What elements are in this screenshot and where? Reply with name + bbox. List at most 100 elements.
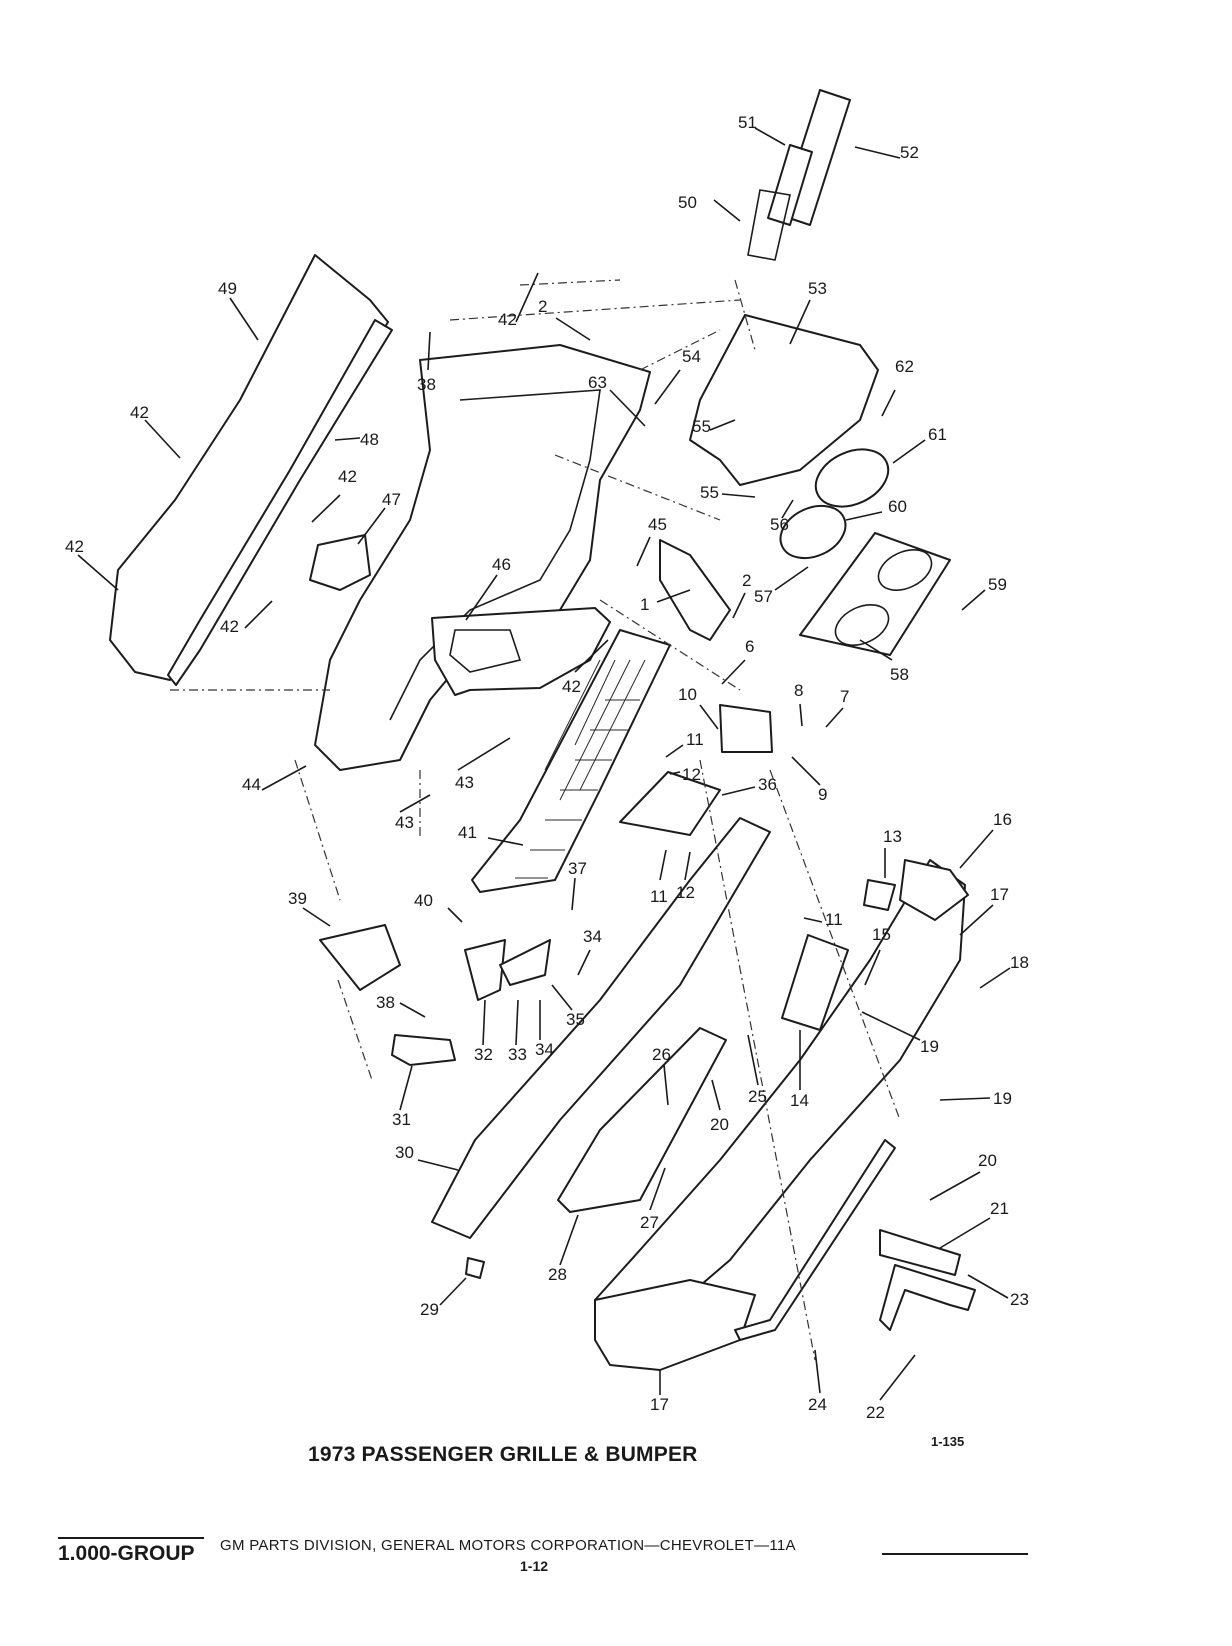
callout-36: 36 (758, 775, 777, 794)
callout-15: 15 (872, 925, 891, 944)
leader-23 (967, 1274, 1009, 1299)
leader-60 (845, 511, 883, 521)
page-number: 1-12 (520, 1558, 549, 1574)
leader-41 (487, 837, 524, 846)
callout-47: 47 (382, 490, 401, 509)
leader-8 (799, 703, 803, 727)
part-22-guard (879, 1264, 976, 1331)
leader-42f (515, 272, 539, 323)
callout-17-lower: 17 (650, 1395, 669, 1414)
part-61-headlamp (814, 448, 890, 508)
leader-48 (334, 437, 361, 441)
callout-23: 23 (1010, 1290, 1029, 1309)
part-58-bezel-opening-upper (877, 549, 933, 591)
leader-42e (574, 639, 609, 673)
callout-8: 8 (794, 681, 803, 700)
figure-number: 1-135 (931, 1434, 965, 1449)
leader-33 (515, 999, 519, 1046)
leader-19a (861, 1011, 921, 1041)
leader-1 (656, 589, 691, 603)
callout-numbers: 1 2 2 6 7 8 9 10 11 11 11 12 12 13 14 15… (65, 113, 1029, 1422)
leader-61 (892, 439, 926, 464)
parts-layer (109, 89, 976, 1371)
callout-56: 56 (770, 515, 789, 534)
leader-62 (881, 389, 896, 417)
leader-57 (774, 566, 809, 591)
leader-20a (929, 1171, 981, 1201)
leader-42a (144, 419, 181, 459)
leader-43a (457, 737, 511, 771)
callout-38-lower: 38 (376, 993, 395, 1012)
footer-rule-right (882, 1553, 1028, 1555)
part-39-bracket (319, 924, 401, 991)
callout-34-a: 34 (535, 1040, 554, 1059)
part-1-energy-absorber (659, 539, 731, 641)
leader-17a (959, 904, 994, 936)
figure-title: 1973 PASSENGER GRILLE & BUMPER (308, 1443, 698, 1466)
leader-20b (711, 1079, 721, 1111)
callout-46: 46 (492, 555, 511, 574)
part-32-bracket (464, 939, 506, 1001)
part-frame-inner (389, 389, 601, 721)
callout-59: 59 (988, 575, 1007, 594)
part-36-plate (619, 771, 721, 836)
leader-43b (399, 794, 431, 813)
callout-31: 31 (392, 1110, 411, 1129)
callout-50: 50 (678, 193, 697, 212)
callout-17-upper: 17 (990, 885, 1009, 904)
callout-37: 37 (568, 859, 587, 878)
leader-55b (721, 493, 756, 498)
part-35-bracket (499, 939, 551, 986)
callout-32: 32 (474, 1045, 493, 1064)
leader-59 (961, 589, 986, 611)
part-51-marker-lens (767, 144, 813, 226)
callout-38-upper: 38 (417, 375, 436, 394)
callout-54: 54 (682, 347, 701, 366)
leader-12a (669, 771, 681, 775)
callout-44: 44 (242, 775, 261, 794)
leader-58 (859, 639, 893, 661)
callout-26: 26 (652, 1045, 671, 1064)
callout-63: 63 (588, 373, 607, 392)
leader-42c (311, 494, 341, 523)
callout-43-b: 43 (395, 813, 414, 832)
leader-11b (803, 917, 823, 923)
callout-43-a: 43 (455, 773, 474, 792)
callout-19-a: 19 (920, 1037, 939, 1056)
leader-50 (713, 199, 741, 222)
leader-6 (721, 659, 746, 685)
leader-31 (399, 1065, 413, 1111)
leader-53 (789, 299, 811, 345)
callout-40: 40 (414, 891, 433, 910)
part-13-clip (863, 879, 896, 911)
leader-56 (781, 499, 794, 519)
part-41-grille-mesh (515, 659, 646, 879)
callout-27: 27 (640, 1213, 659, 1232)
callout-11-c: 11 (650, 887, 668, 906)
callout-12-a: 12 (682, 765, 701, 784)
callout-14: 14 (790, 1091, 809, 1110)
callout-29: 29 (420, 1300, 439, 1319)
callout-42-d: 42 (220, 617, 239, 636)
callout-42-e: 42 (562, 677, 581, 696)
callout-28: 28 (548, 1265, 567, 1284)
leader-54 (654, 369, 681, 405)
leader-38a (427, 331, 431, 371)
callout-33: 33 (508, 1045, 527, 1064)
part-16-bumper-end (899, 859, 969, 921)
callout-39: 39 (288, 889, 307, 908)
leader-11c (659, 849, 667, 881)
leader-42b (77, 554, 119, 591)
group-label: 1.000-GROUP (58, 1542, 195, 1565)
leader-63 (609, 389, 646, 427)
leader-2b (732, 592, 746, 619)
callout-12-b: 12 (676, 883, 695, 902)
publisher-line: GM PARTS DIVISION, GENERAL MOTORS CORPOR… (220, 1537, 796, 1554)
callout-42-f: 42 (498, 310, 517, 329)
leader-12b (684, 851, 691, 881)
assembly-centerlines (170, 279, 901, 1361)
callout-42-c: 42 (338, 467, 357, 486)
leader-39 (302, 907, 331, 927)
leader-29 (439, 1277, 467, 1306)
callout-55-b: 55 (700, 483, 719, 502)
